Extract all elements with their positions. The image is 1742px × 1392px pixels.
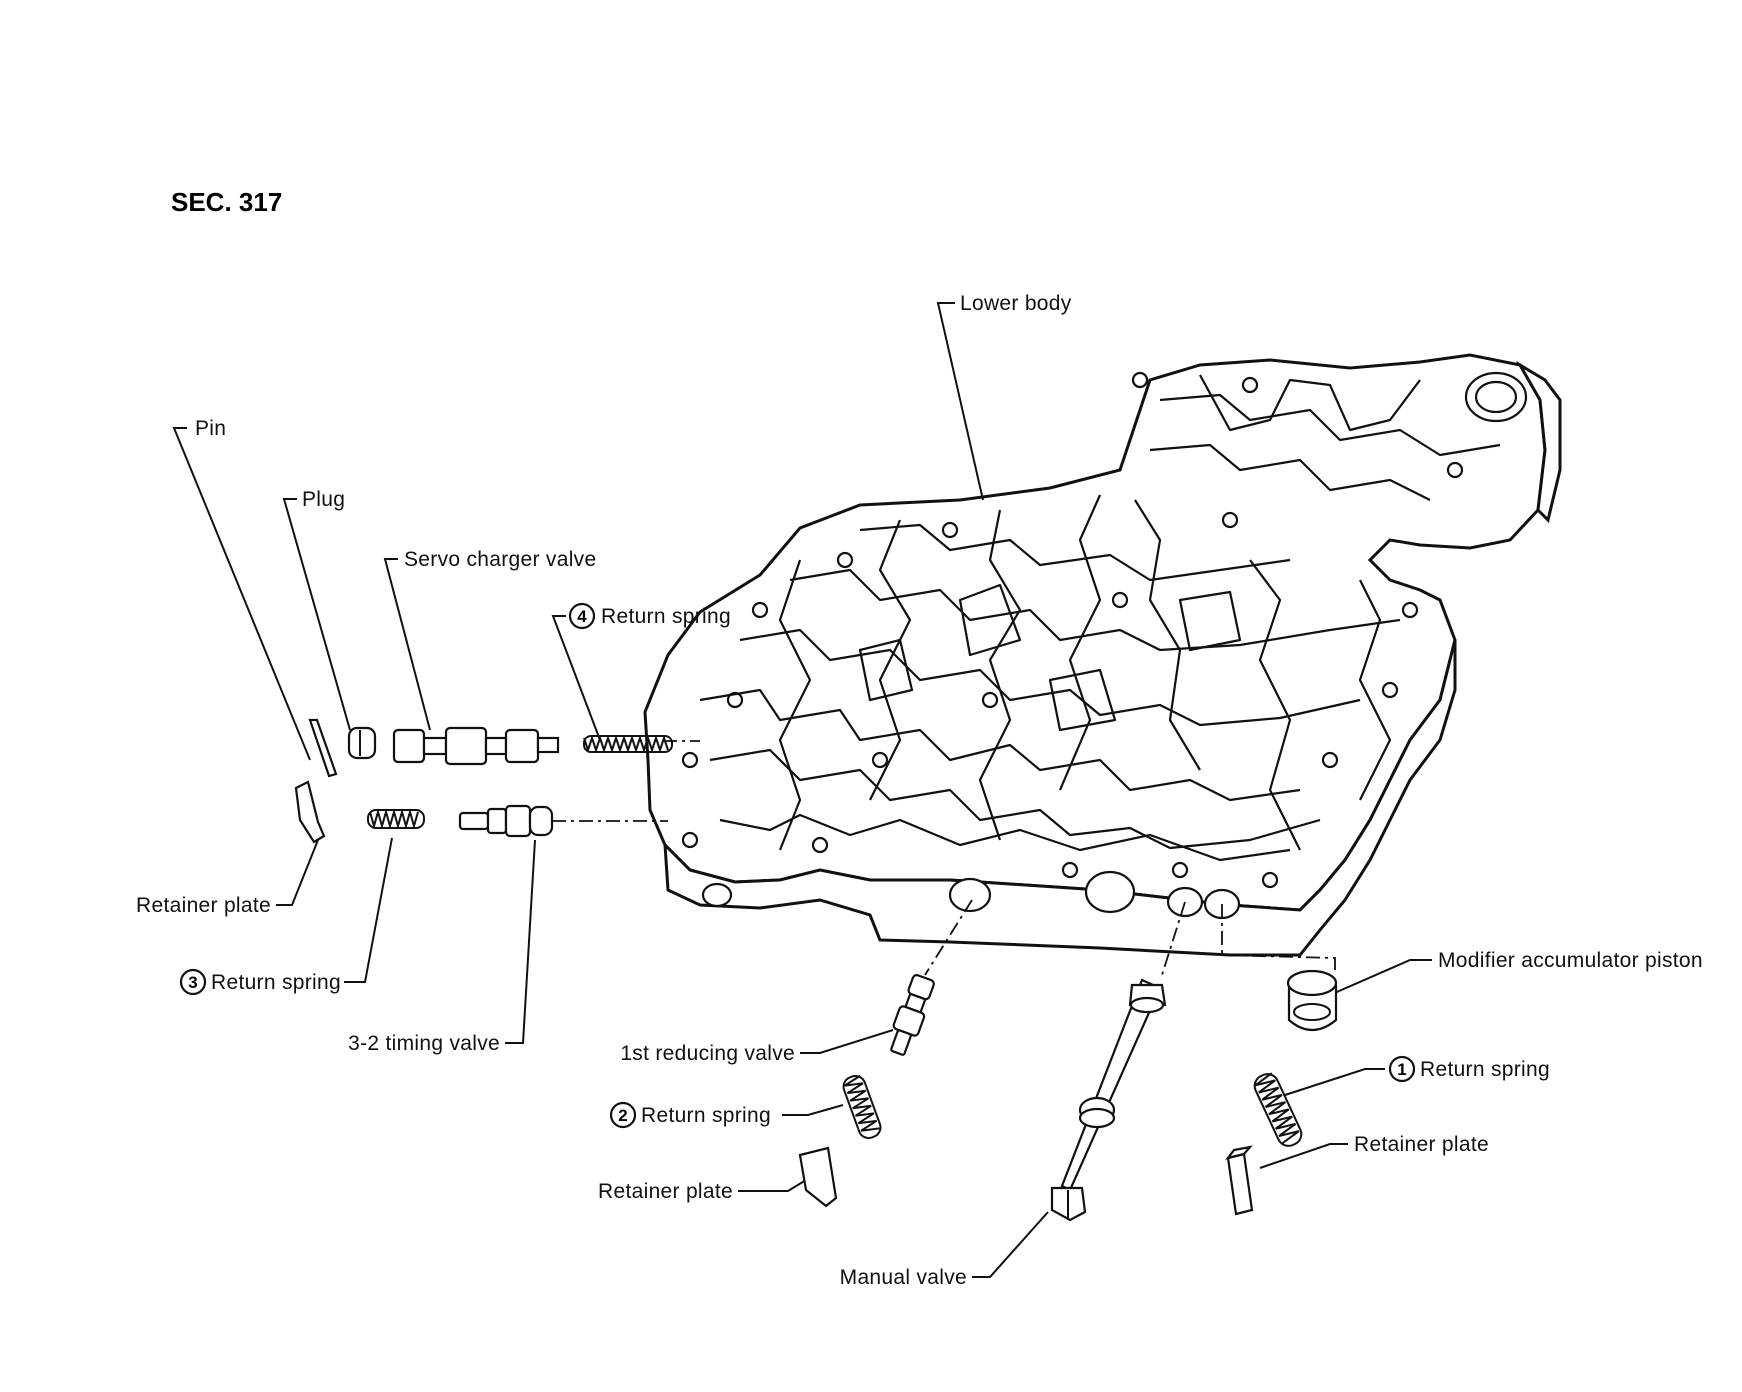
callout-number-4: 4: [568, 602, 596, 630]
timing-valve-3-2-part: [458, 804, 554, 838]
label-return-spring-2: Return spring: [641, 1104, 771, 1127]
return-spring-1-part: [1253, 1072, 1303, 1147]
return-spring-2-part: [842, 1074, 882, 1140]
manual-valve-part: [1050, 978, 1167, 1222]
servo-charger-valve-part: [392, 726, 560, 766]
return-spring-4-part: [583, 734, 673, 754]
first-reducing-valve-part: [890, 974, 935, 1056]
label-retainer-plate-right: Retainer plate: [1354, 1133, 1489, 1156]
retainer-plate-right-part: [1225, 1145, 1254, 1216]
retainer-plate-middle-part: [798, 1146, 838, 1208]
retainer-plate-left-part: [294, 780, 326, 844]
section-number: SEC. 317: [171, 187, 282, 217]
label-retainer-plate-middle: Retainer plate: [598, 1180, 733, 1203]
svg-text:1: 1: [1397, 1060, 1406, 1079]
callout-number-3: 3: [179, 968, 207, 996]
label-first-reducing-valve: 1st reducing valve: [620, 1042, 795, 1065]
label-servo-charger-valve: Servo charger valve: [404, 548, 596, 571]
plug-part: [347, 726, 377, 760]
label-manual-valve: Manual valve: [840, 1266, 967, 1289]
svg-text:2: 2: [618, 1106, 627, 1125]
svg-text:4: 4: [577, 607, 587, 626]
callout-number-2: 2: [609, 1101, 637, 1129]
label-return-spring-3: Return spring: [211, 971, 341, 994]
pin-part: [308, 718, 338, 778]
return-spring-3-part: [367, 808, 425, 830]
label-timing-valve-3-2: 3-2 timing valve: [348, 1032, 500, 1055]
callout-number-1: 1: [1388, 1055, 1416, 1083]
lower-body-casting: [643, 353, 1562, 957]
modifier-accumulator-piston-part: [1286, 969, 1338, 1032]
label-retainer-plate-left: Retainer plate: [136, 894, 271, 917]
label-return-spring-4: Return spring: [601, 605, 731, 628]
leader-lines: [172, 302, 1432, 1278]
label-plug: Plug: [302, 488, 345, 511]
svg-text:3: 3: [188, 973, 197, 992]
label-lower-body: Lower body: [960, 292, 1072, 315]
label-modifier-accumulator-piston: Modifier accumulator piston: [1438, 949, 1703, 972]
label-return-spring-1: Return spring: [1420, 1058, 1550, 1081]
label-pin: Pin: [195, 417, 226, 440]
